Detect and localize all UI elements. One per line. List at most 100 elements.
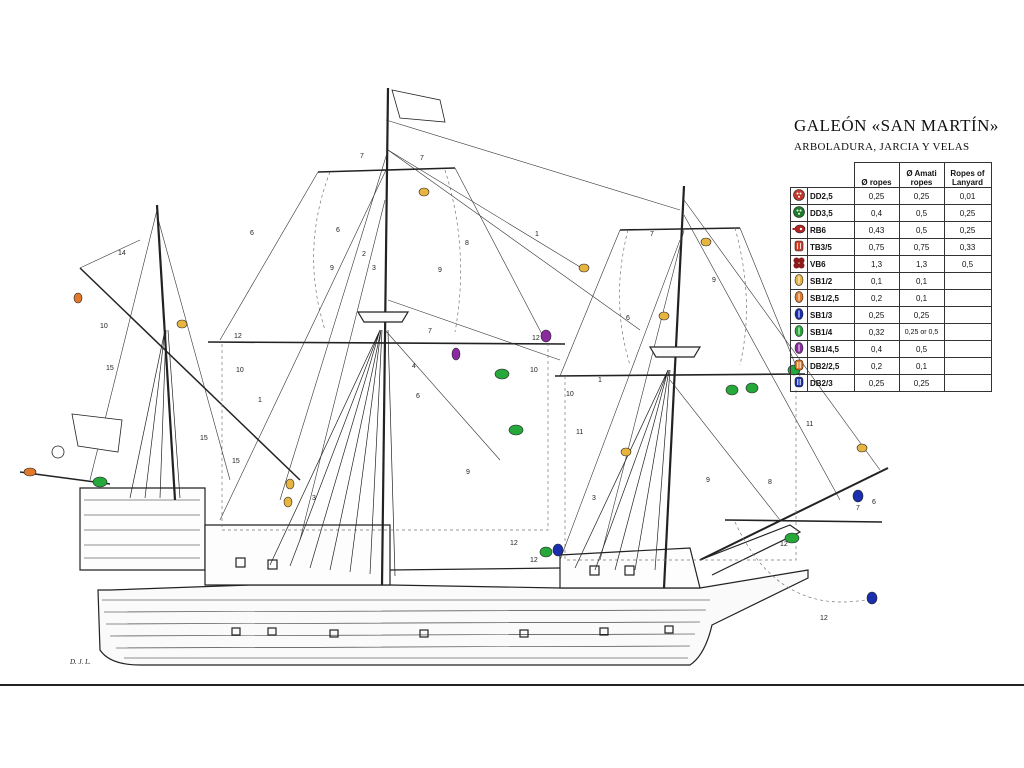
rope-number: 7 [856, 505, 860, 512]
legend-icon-cell [790, 374, 808, 392]
gunport [231, 627, 241, 636]
stay [384, 329, 501, 461]
rope-number: 12 [510, 540, 518, 547]
legend-rope-diameter: 0,43 [853, 221, 900, 239]
db-block-icon [794, 359, 804, 371]
rope-number: 9 [330, 265, 334, 272]
rope-number: 10 [100, 323, 108, 330]
main-shrouds [269, 329, 396, 577]
legend-icon-cell [790, 238, 808, 256]
stay [559, 229, 621, 377]
block-marker-sb1-2 [620, 447, 632, 457]
legend-code: DD3,5 [807, 204, 855, 222]
block-marker-sb1-2 [285, 478, 295, 490]
stern-lantern [51, 445, 65, 459]
legend-amati-diameter: 0,5 [898, 204, 945, 222]
gunport [624, 565, 635, 576]
mizzenmast [155, 204, 177, 501]
stay [599, 229, 685, 561]
rope-number: 4 [412, 363, 416, 370]
rope-number: 6 [416, 393, 420, 400]
block-marker-sb1-2 [856, 443, 868, 453]
block-marker-sb1-4 [745, 382, 759, 394]
legend-icon-cell [790, 204, 808, 222]
fore-course-sail [564, 376, 797, 561]
legend-code: SB1/2 [807, 272, 855, 290]
gunport [664, 625, 674, 634]
stay [387, 149, 641, 331]
rope-number: 8 [768, 479, 772, 486]
rope-number: 10 [236, 367, 244, 374]
legend-lanyard-diameter [943, 323, 992, 341]
rope-number: 6 [626, 315, 630, 322]
bottom-rule [0, 684, 1024, 686]
title-block: GALEÓN «SAN MARTÍN» ARBOLADURA, JARCIA Y… [794, 116, 1020, 153]
main-flag [391, 89, 446, 123]
forecastle [559, 547, 701, 589]
rope-number: 3 [312, 495, 316, 502]
stay [454, 167, 546, 341]
rope-legend-table: Ø ropes Ø Amati ropes Ropes of Lanyard D… [790, 162, 992, 392]
rope-number: 11 [576, 429, 583, 436]
block-marker-sb1-2 [283, 496, 293, 508]
spritsail-yard [724, 519, 883, 523]
sb-block-icon [794, 274, 804, 286]
legend-code: SB1/4,5 [807, 340, 855, 358]
legend-amati-diameter: 1,3 [898, 255, 945, 273]
legend-icon-cell [790, 323, 808, 341]
legend-rope-diameter: 0,4 [853, 340, 900, 358]
block-marker-sb1-4-5 [540, 329, 552, 343]
sb-block-icon [794, 325, 804, 337]
legend-header-icon [791, 163, 808, 188]
rope-number: 9 [438, 267, 442, 274]
legend-amati-diameter: 0,25 [898, 306, 945, 324]
legend-code: SB1/2,5 [807, 289, 855, 307]
legend-amati-diameter: 0,25 [898, 187, 945, 205]
stay [559, 239, 681, 561]
rope-number: 14 [118, 250, 126, 257]
rope-number: 12 [820, 615, 828, 622]
block-marker-sb1-4 [725, 384, 739, 396]
stay [299, 199, 386, 541]
main-course-sail [221, 344, 549, 531]
rope-number: 1 [598, 377, 602, 384]
legend-amati-diameter: 0,75 [898, 238, 945, 256]
legend-rope-diameter: 0,75 [853, 238, 900, 256]
legend-lanyard-diameter [943, 374, 992, 392]
rope-number: 15 [106, 365, 114, 372]
legend-lanyard-diameter: 0,25 [943, 221, 992, 239]
mizzen-lateen-yard [79, 267, 301, 481]
beakhead [699, 524, 802, 576]
legend-icon-cell [790, 357, 808, 375]
db-block-icon [794, 376, 804, 388]
legend-lanyard-diameter: 0,25 [943, 204, 992, 222]
rope-number: 12 [532, 335, 540, 342]
rope-number: 1 [258, 397, 262, 404]
block-marker-sb1-2 [176, 319, 188, 329]
rope-number: 7 [420, 155, 424, 162]
legend-header-lanyard: Ropes of Lanyard [943, 162, 992, 188]
legend-amati-diameter: 0,1 [898, 289, 945, 307]
legend-rope-diameter: 0,1 [853, 272, 900, 290]
block-marker-sb1-2-5 [73, 292, 83, 304]
stay [219, 169, 387, 521]
rope-number: 9 [466, 469, 470, 476]
stern-gallery [84, 499, 200, 559]
fore-top [648, 346, 702, 358]
rope-number: 6 [872, 499, 876, 506]
legend-lanyard-diameter [943, 340, 992, 358]
gunport [519, 629, 529, 638]
masts [19, 87, 889, 589]
legend-lanyard-diameter: 0,33 [943, 238, 992, 256]
sb-block-icon [794, 342, 804, 354]
gunport [267, 627, 277, 636]
gunport [589, 565, 600, 576]
fore-course-yard [554, 373, 806, 377]
legend-lanyard-diameter [943, 272, 992, 290]
